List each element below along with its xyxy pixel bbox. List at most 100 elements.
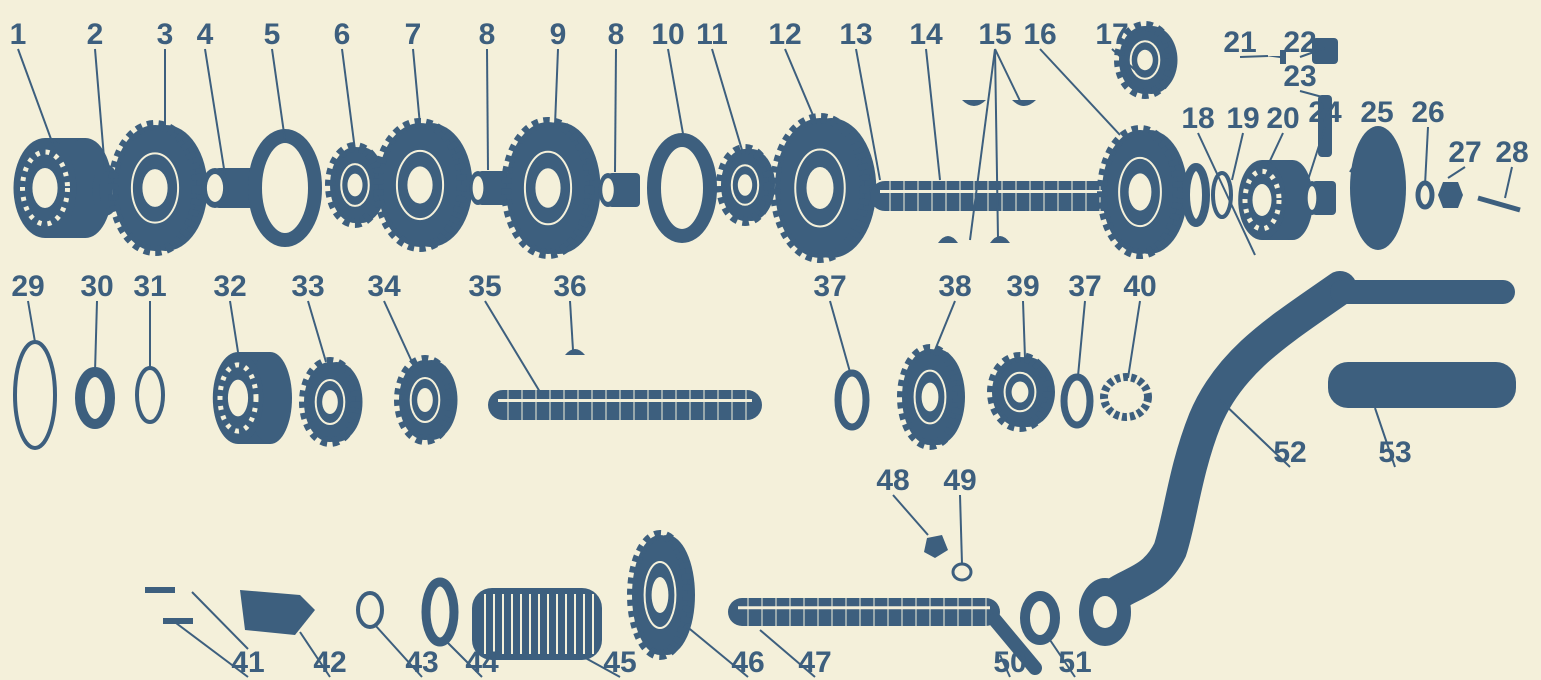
callout-37: 37 [813, 270, 846, 303]
callout-43: 43 [405, 646, 438, 679]
leader-line [341, 48, 356, 151]
leader-line [229, 300, 239, 353]
leader-line [383, 300, 413, 363]
ring [1020, 591, 1060, 645]
callout-1: 1 [10, 18, 27, 51]
gear-hub [1118, 156, 1162, 228]
callout-33: 33 [291, 270, 324, 303]
callout-38: 38 [938, 270, 971, 303]
callout-51: 51 [1058, 646, 1091, 679]
part-41-screws [145, 587, 193, 624]
part-17-gear [1114, 21, 1178, 99]
leader-line [1111, 48, 1136, 71]
part-5-clutch-ring [248, 129, 322, 247]
callout-36: 36 [553, 270, 586, 303]
part-27-nut [1438, 182, 1463, 208]
ring [1060, 373, 1094, 429]
part-9-gear [501, 117, 601, 259]
gear-hub [730, 164, 760, 206]
leader-line [191, 591, 249, 650]
part-38-gear [897, 344, 965, 450]
leader-line [1231, 132, 1244, 181]
callout-28: 28 [1495, 136, 1528, 169]
part-8b-bush [598, 173, 640, 207]
gear-hub [395, 149, 445, 221]
part-49-clip [951, 562, 973, 582]
leader-line [27, 300, 36, 343]
part-23-pin [1318, 95, 1332, 157]
callout-2: 2 [87, 18, 104, 51]
gear-bore [651, 577, 669, 613]
bush-bore [1307, 186, 1317, 210]
ring [834, 369, 870, 431]
callout-13: 13 [839, 18, 872, 51]
leader-line [1077, 300, 1086, 377]
callout-5: 5 [264, 18, 281, 51]
gear-bore [806, 167, 834, 209]
ring [1182, 163, 1210, 227]
leader-line [829, 300, 851, 373]
callout-27: 27 [1448, 136, 1481, 169]
callout-30: 30 [80, 270, 113, 303]
callout-21: 21 [1223, 26, 1256, 59]
callout-15: 15 [978, 18, 1011, 51]
part-15-keys [938, 100, 1036, 243]
leader-line [271, 48, 286, 141]
callout-17: 17 [1095, 18, 1128, 51]
ring [421, 577, 459, 647]
leader-line [614, 48, 617, 173]
ring [75, 367, 115, 429]
shaft-body [870, 181, 1130, 211]
leader-line [554, 48, 559, 126]
part-52-kick-lever [1083, 271, 1357, 627]
part-8-bush [469, 171, 508, 205]
leader-line [959, 494, 963, 565]
leader-line [1447, 166, 1466, 179]
gear-bore [407, 166, 433, 204]
leader-line [1219, 399, 1291, 468]
gear-bore [1128, 173, 1152, 211]
leader-line [17, 48, 56, 151]
callout-31: 31 [133, 270, 166, 303]
leader-line [1022, 300, 1026, 359]
part-10-ring [647, 133, 717, 243]
leader-line [484, 300, 541, 393]
ring [248, 129, 322, 247]
bearing-balls [20, 149, 70, 227]
bearing-bore [1252, 184, 1272, 216]
callout-7: 7 [405, 18, 422, 51]
bush-bore [206, 174, 224, 202]
gear-hub [1129, 40, 1161, 80]
part-36-key [565, 349, 585, 355]
leader-line [569, 300, 574, 351]
ring [647, 133, 717, 243]
bearing-balls [1242, 168, 1282, 232]
leader-line [307, 300, 327, 363]
leader-line [1267, 132, 1284, 166]
callout-45: 45 [603, 646, 636, 679]
leader-line [934, 300, 956, 351]
callout-37: 37 [1068, 270, 1101, 303]
part-33-gear [299, 357, 363, 447]
callout-18: 18 [1181, 102, 1214, 135]
ring [13, 340, 57, 450]
gear-hub [643, 561, 677, 629]
part-20-bearing [1238, 160, 1313, 240]
leader-line [1349, 126, 1378, 173]
leader-line [1039, 48, 1121, 136]
leader-line [1299, 47, 1326, 58]
callout-26: 26 [1411, 96, 1444, 129]
callout-4: 4 [197, 18, 214, 51]
leader-line [784, 48, 816, 121]
leader-line [299, 631, 331, 678]
part-1-bearing [13, 138, 113, 238]
callout-24: 24 [1308, 96, 1342, 129]
bearing-bore [227, 379, 249, 417]
part-26-washer [1415, 180, 1435, 210]
part-22-plug [1312, 38, 1338, 64]
part-19-ring [1211, 171, 1233, 219]
callout-52: 52 [1273, 436, 1306, 469]
callout-32: 32 [213, 270, 246, 303]
leader-line [684, 624, 749, 678]
